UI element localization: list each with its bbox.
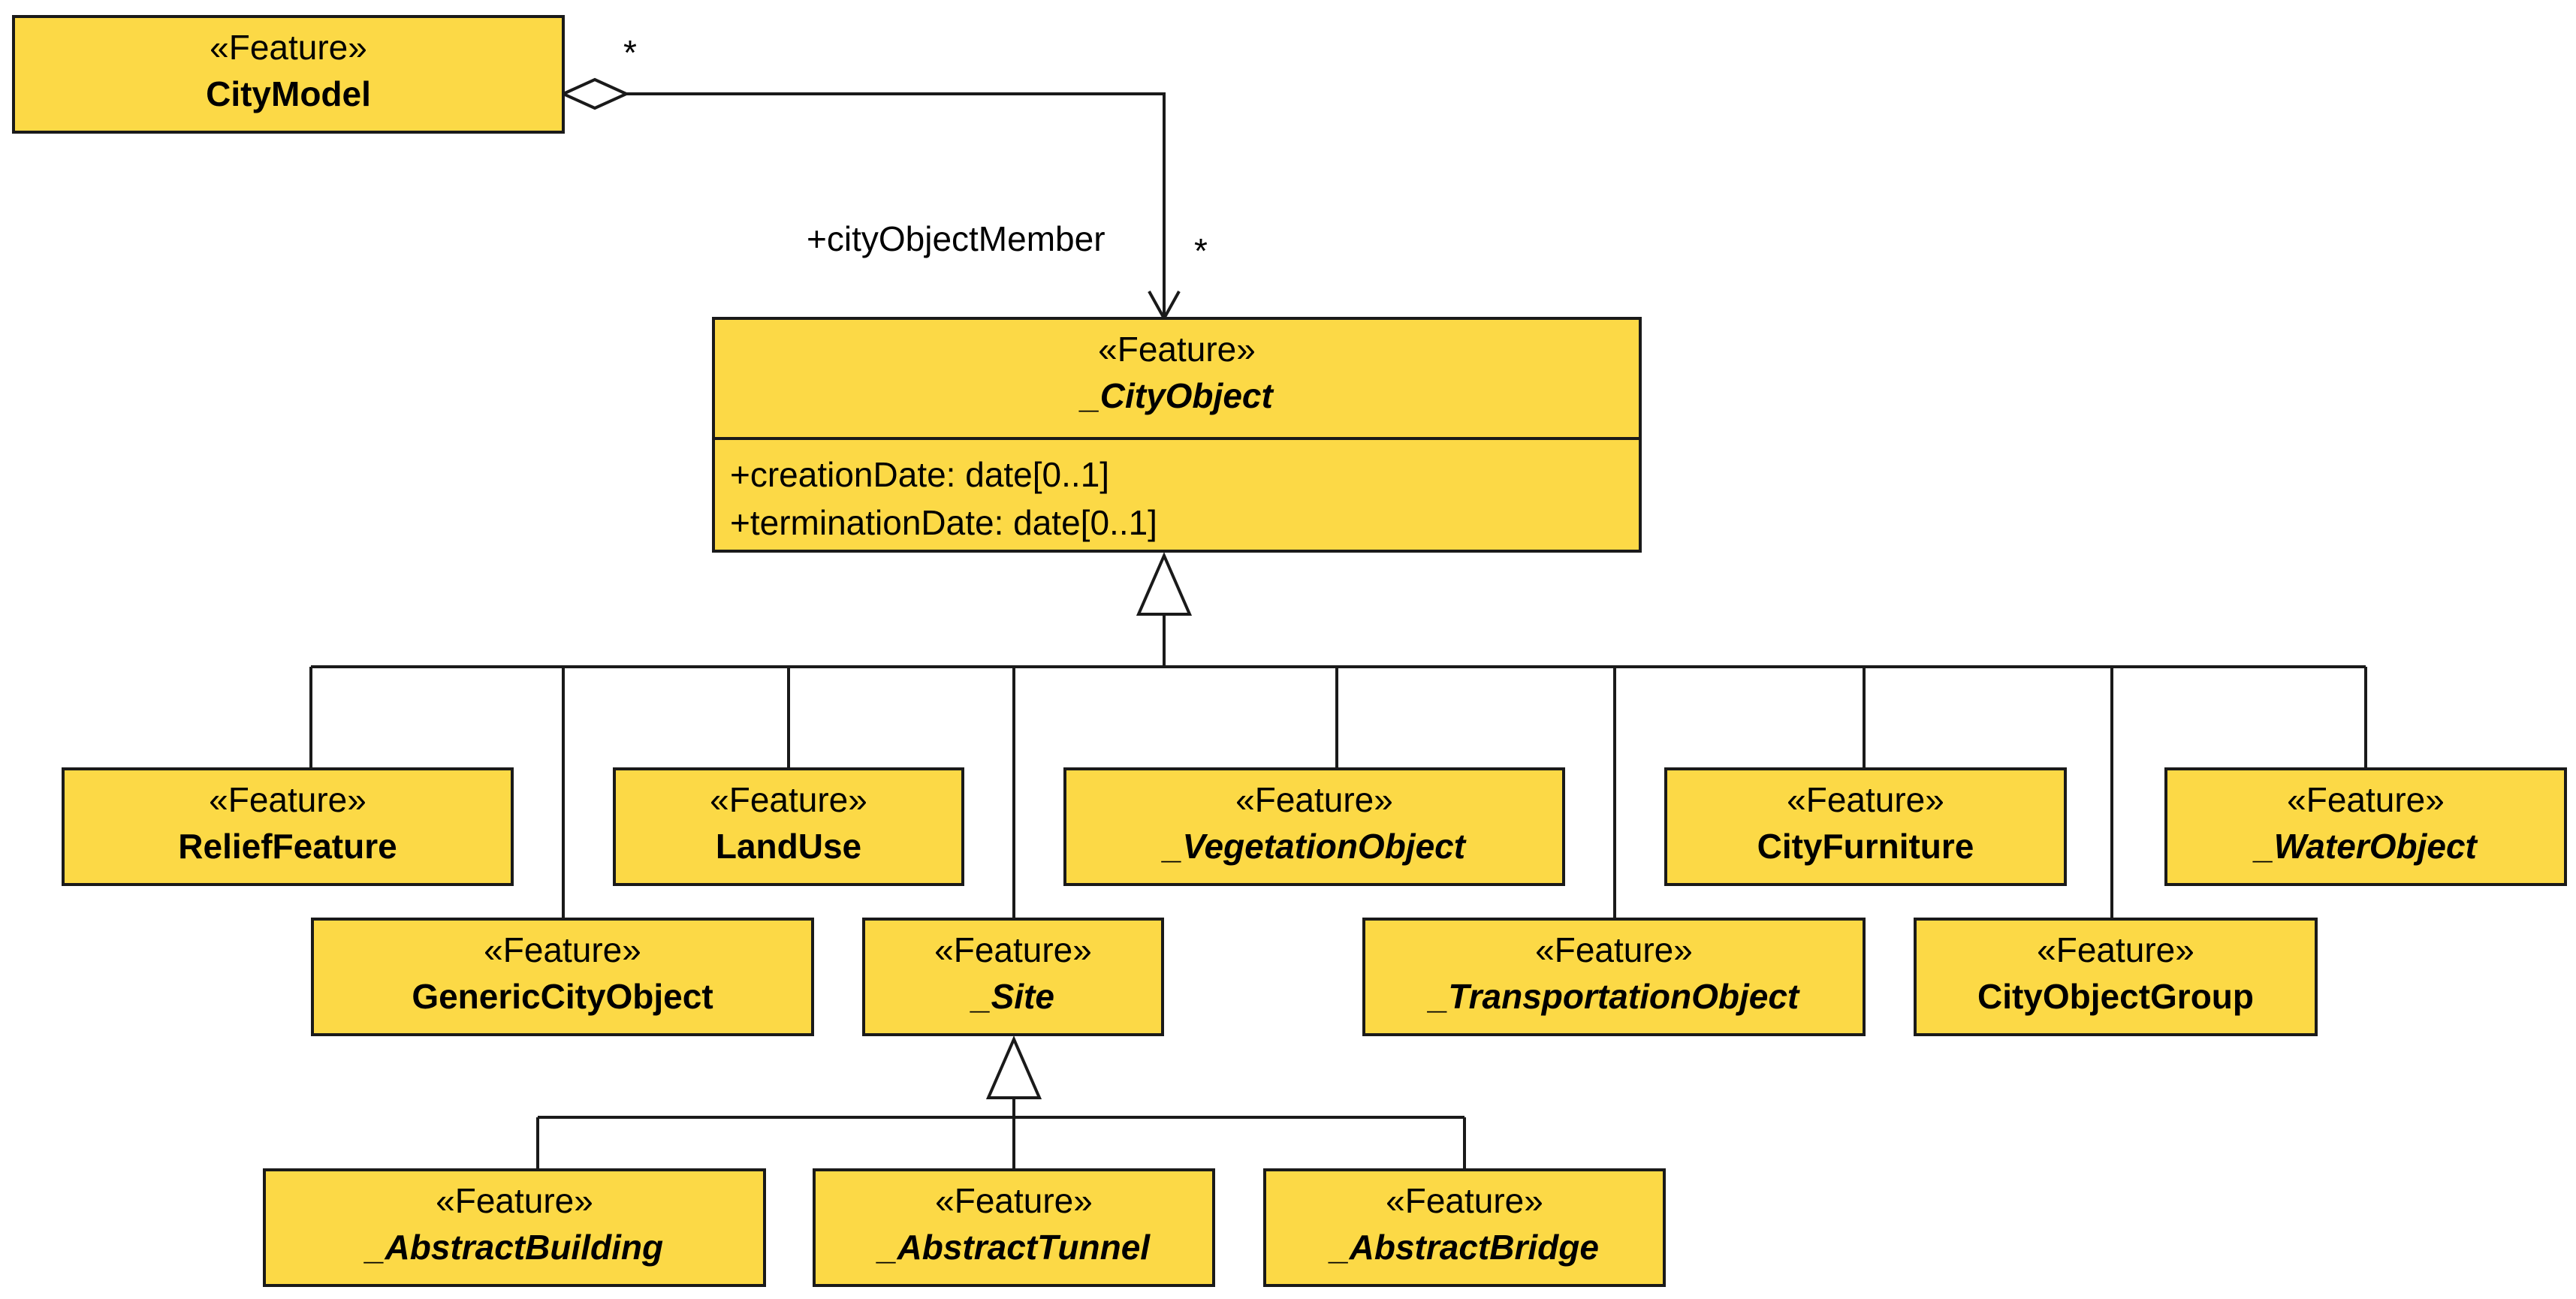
- class-name: _AbstractBridge: [1330, 1228, 1599, 1267]
- target-multiplicity: *: [1194, 231, 1208, 270]
- class-name: _VegetationObject: [1163, 827, 1466, 866]
- class-site[interactable]: «Feature» _Site: [862, 918, 1164, 1036]
- class-name: CityModel: [206, 74, 371, 113]
- class-name: _AbstractTunnel: [877, 1228, 1151, 1267]
- aggregation-diamond: [560, 77, 630, 110]
- stereotype: «Feature»: [2037, 930, 2194, 969]
- class-name: CityFurniture: [1757, 827, 1974, 866]
- stereotype: «Feature»: [1386, 1181, 1543, 1220]
- source-multiplicity: *: [623, 33, 637, 72]
- class-name: _CityObject: [1081, 376, 1273, 415]
- class-name: _WaterObject: [2255, 827, 2477, 866]
- class-name: CityObjectGroup: [1977, 977, 2255, 1016]
- attribute-compartment: +creationDate: date[0..1] +terminationDa…: [715, 437, 1639, 550]
- generalization-arrow-cityobject: [1136, 551, 1193, 616]
- stereotype: «Feature»: [934, 930, 1092, 969]
- role-name: +cityObjectMember: [807, 219, 1106, 258]
- class-vegetationobject[interactable]: «Feature» _VegetationObject: [1063, 767, 1565, 886]
- stereotype: «Feature»: [2287, 780, 2445, 819]
- stereotype: «Feature»: [210, 28, 367, 67]
- aggregation-line: [626, 92, 1166, 317]
- stereotype: «Feature»: [1787, 780, 1944, 819]
- class-name: _TransportationObject: [1428, 977, 1799, 1016]
- stereotype: «Feature»: [710, 780, 867, 819]
- class-name: _AbstractBuilding: [365, 1228, 664, 1267]
- class-name: GenericCityObject: [412, 977, 713, 1016]
- class-name: LandUse: [715, 827, 862, 866]
- class-cityobjectgroup[interactable]: «Feature» CityObjectGroup: [1914, 918, 2318, 1036]
- stereotype: «Feature»: [1098, 330, 1256, 369]
- class-citymodel[interactable]: «Feature» CityModel: [12, 15, 565, 134]
- attribute-creation-date: +creationDate: date[0..1]: [730, 455, 1110, 494]
- class-cityobject[interactable]: «Feature» _CityObject +creationDate: dat…: [712, 317, 1642, 553]
- class-waterobject[interactable]: «Feature» _WaterObject: [2164, 767, 2567, 886]
- class-name: ReliefFeature: [178, 827, 397, 866]
- class-transportationobject[interactable]: «Feature» _TransportationObject: [1362, 918, 1866, 1036]
- stereotype: «Feature»: [209, 780, 366, 819]
- class-relieffeature[interactable]: «Feature» ReliefFeature: [62, 767, 514, 886]
- class-name: _Site: [972, 977, 1054, 1016]
- class-cityfurniture[interactable]: «Feature» CityFurniture: [1664, 767, 2067, 886]
- stereotype: «Feature»: [1235, 780, 1393, 819]
- class-abstractbuilding[interactable]: «Feature» _AbstractBuilding: [263, 1168, 766, 1287]
- stereotype: «Feature»: [935, 1181, 1093, 1220]
- generalization-arrow-site: [985, 1035, 1042, 1099]
- stereotype: «Feature»: [436, 1181, 593, 1220]
- class-abstracttunnel[interactable]: «Feature» _AbstractTunnel: [813, 1168, 1215, 1287]
- stereotype: «Feature»: [484, 930, 641, 969]
- attribute-termination-date: +terminationDate: date[0..1]: [730, 503, 1157, 542]
- class-genericcityobject[interactable]: «Feature» GenericCityObject: [311, 918, 814, 1036]
- stereotype: «Feature»: [1535, 930, 1693, 969]
- class-landuse[interactable]: «Feature» LandUse: [613, 767, 964, 886]
- class-abstractbridge[interactable]: «Feature» _AbstractBridge: [1263, 1168, 1666, 1287]
